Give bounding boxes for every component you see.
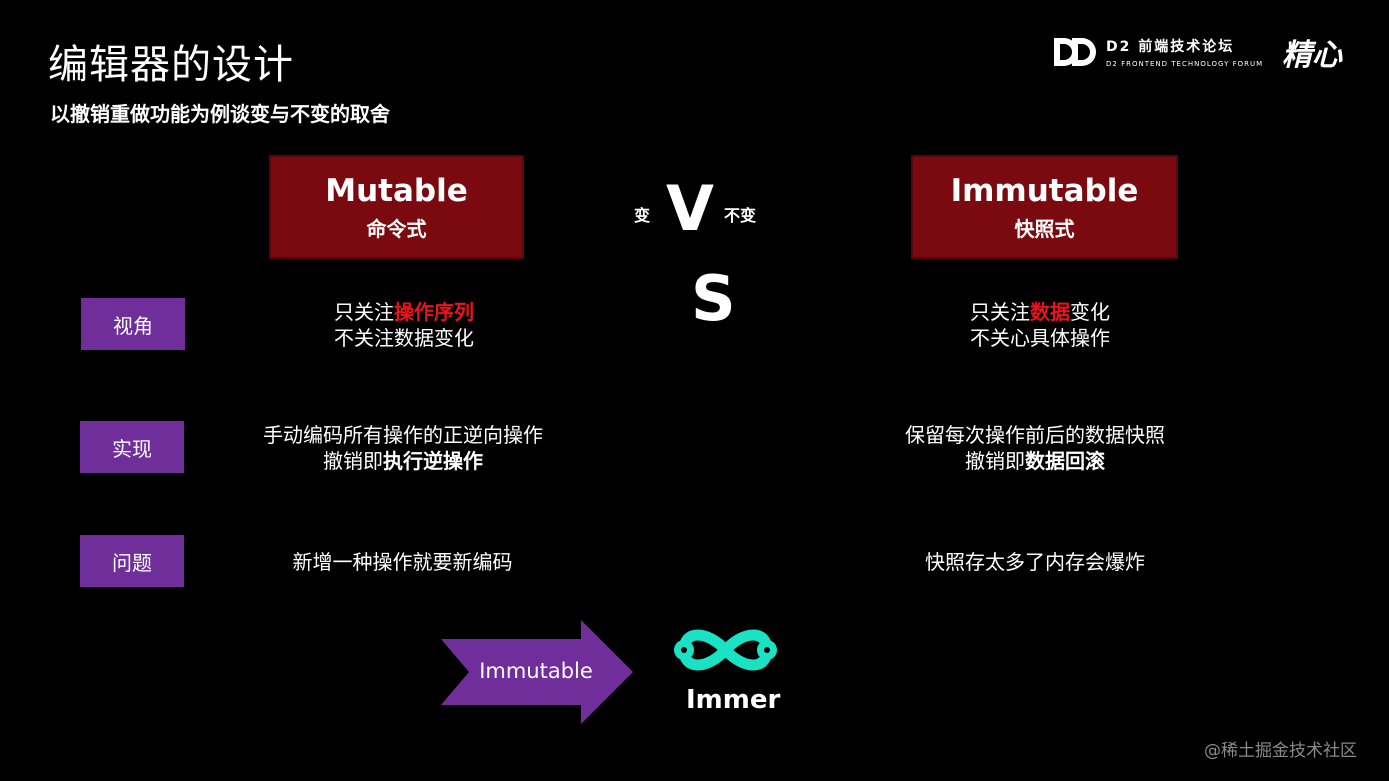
d2-logo-icon (1054, 38, 1096, 66)
text: 变化 (1070, 300, 1110, 324)
vs-letter-v: V (666, 172, 714, 245)
d2-logo-name: D2 前端技术论坛 (1106, 39, 1235, 55)
immutable-implementation-cell: 保留每次操作前后的数据快照 撤销即数据回滚 (880, 422, 1190, 474)
slide-subtitle: 以撤销重做功能为例谈变与不变的取舍 (50, 102, 390, 126)
highlight-text: 数据 (1030, 300, 1070, 324)
text: 不关注数据变化 (334, 326, 474, 350)
mutable-perspective-cell: 只关注操作序列 不关注数据变化 (260, 299, 548, 351)
mutable-subtitle: 命令式 (366, 216, 427, 241)
immutable-perspective-cell: 只关注数据变化 不关心具体操作 (896, 299, 1184, 351)
vs-letter-s: S (691, 262, 736, 335)
immutable-header-box: Immutable 快照式 (911, 155, 1178, 259)
immutable-subtitle: 快照式 (1014, 216, 1075, 241)
text: 撤销即 (965, 449, 1025, 473)
d2-forum-logo: D2 前端技术论坛 D2 FRONTEND TECHNOLOGY FORUM (1052, 36, 1263, 68)
text: 保留每次操作前后的数据快照 (905, 423, 1165, 447)
row-label-problem: 问题 (80, 535, 184, 587)
immer-logo-icon (674, 629, 777, 671)
bold-text: 数据回滚 (1025, 449, 1105, 473)
row-label-perspective: 视角 (81, 298, 185, 350)
slide-title: 编辑器的设计 (48, 42, 294, 88)
immutable-title: Immutable (950, 172, 1139, 209)
row-label-implementation: 实现 (80, 421, 184, 473)
vs-change-label: 变 (634, 206, 651, 225)
text: 只关注 (970, 300, 1030, 324)
text: 撤销即 (323, 449, 383, 473)
text: 不关心具体操作 (970, 326, 1110, 350)
jingxin-logo: 精心 (1282, 38, 1342, 73)
right-arrow-icon (441, 620, 633, 724)
mutable-title: Mutable (325, 172, 468, 209)
immer-label: Immer (686, 685, 781, 715)
vs-no-change-label: 不变 (724, 206, 757, 225)
text: 手动编码所有操作的正逆向操作 (263, 423, 543, 447)
arrow-label: Immutable (479, 659, 593, 683)
highlight-text: 操作序列 (394, 300, 474, 324)
mutable-header-box: Mutable 命令式 (269, 155, 524, 259)
immutable-problem-cell: 快照存太多了内存会爆炸 (925, 550, 1145, 574)
watermark: @稀土掘金技术社区 (1204, 741, 1357, 761)
mutable-problem-cell: 新增一种操作就要新编码 (292, 550, 513, 574)
mutable-implementation-cell: 手动编码所有操作的正逆向操作 撤销即执行逆操作 (243, 422, 563, 474)
text: 只关注 (334, 300, 394, 324)
d2-logo-subtitle: D2 FRONTEND TECHNOLOGY FORUM (1106, 60, 1264, 68)
bold-text: 执行逆操作 (383, 449, 483, 473)
